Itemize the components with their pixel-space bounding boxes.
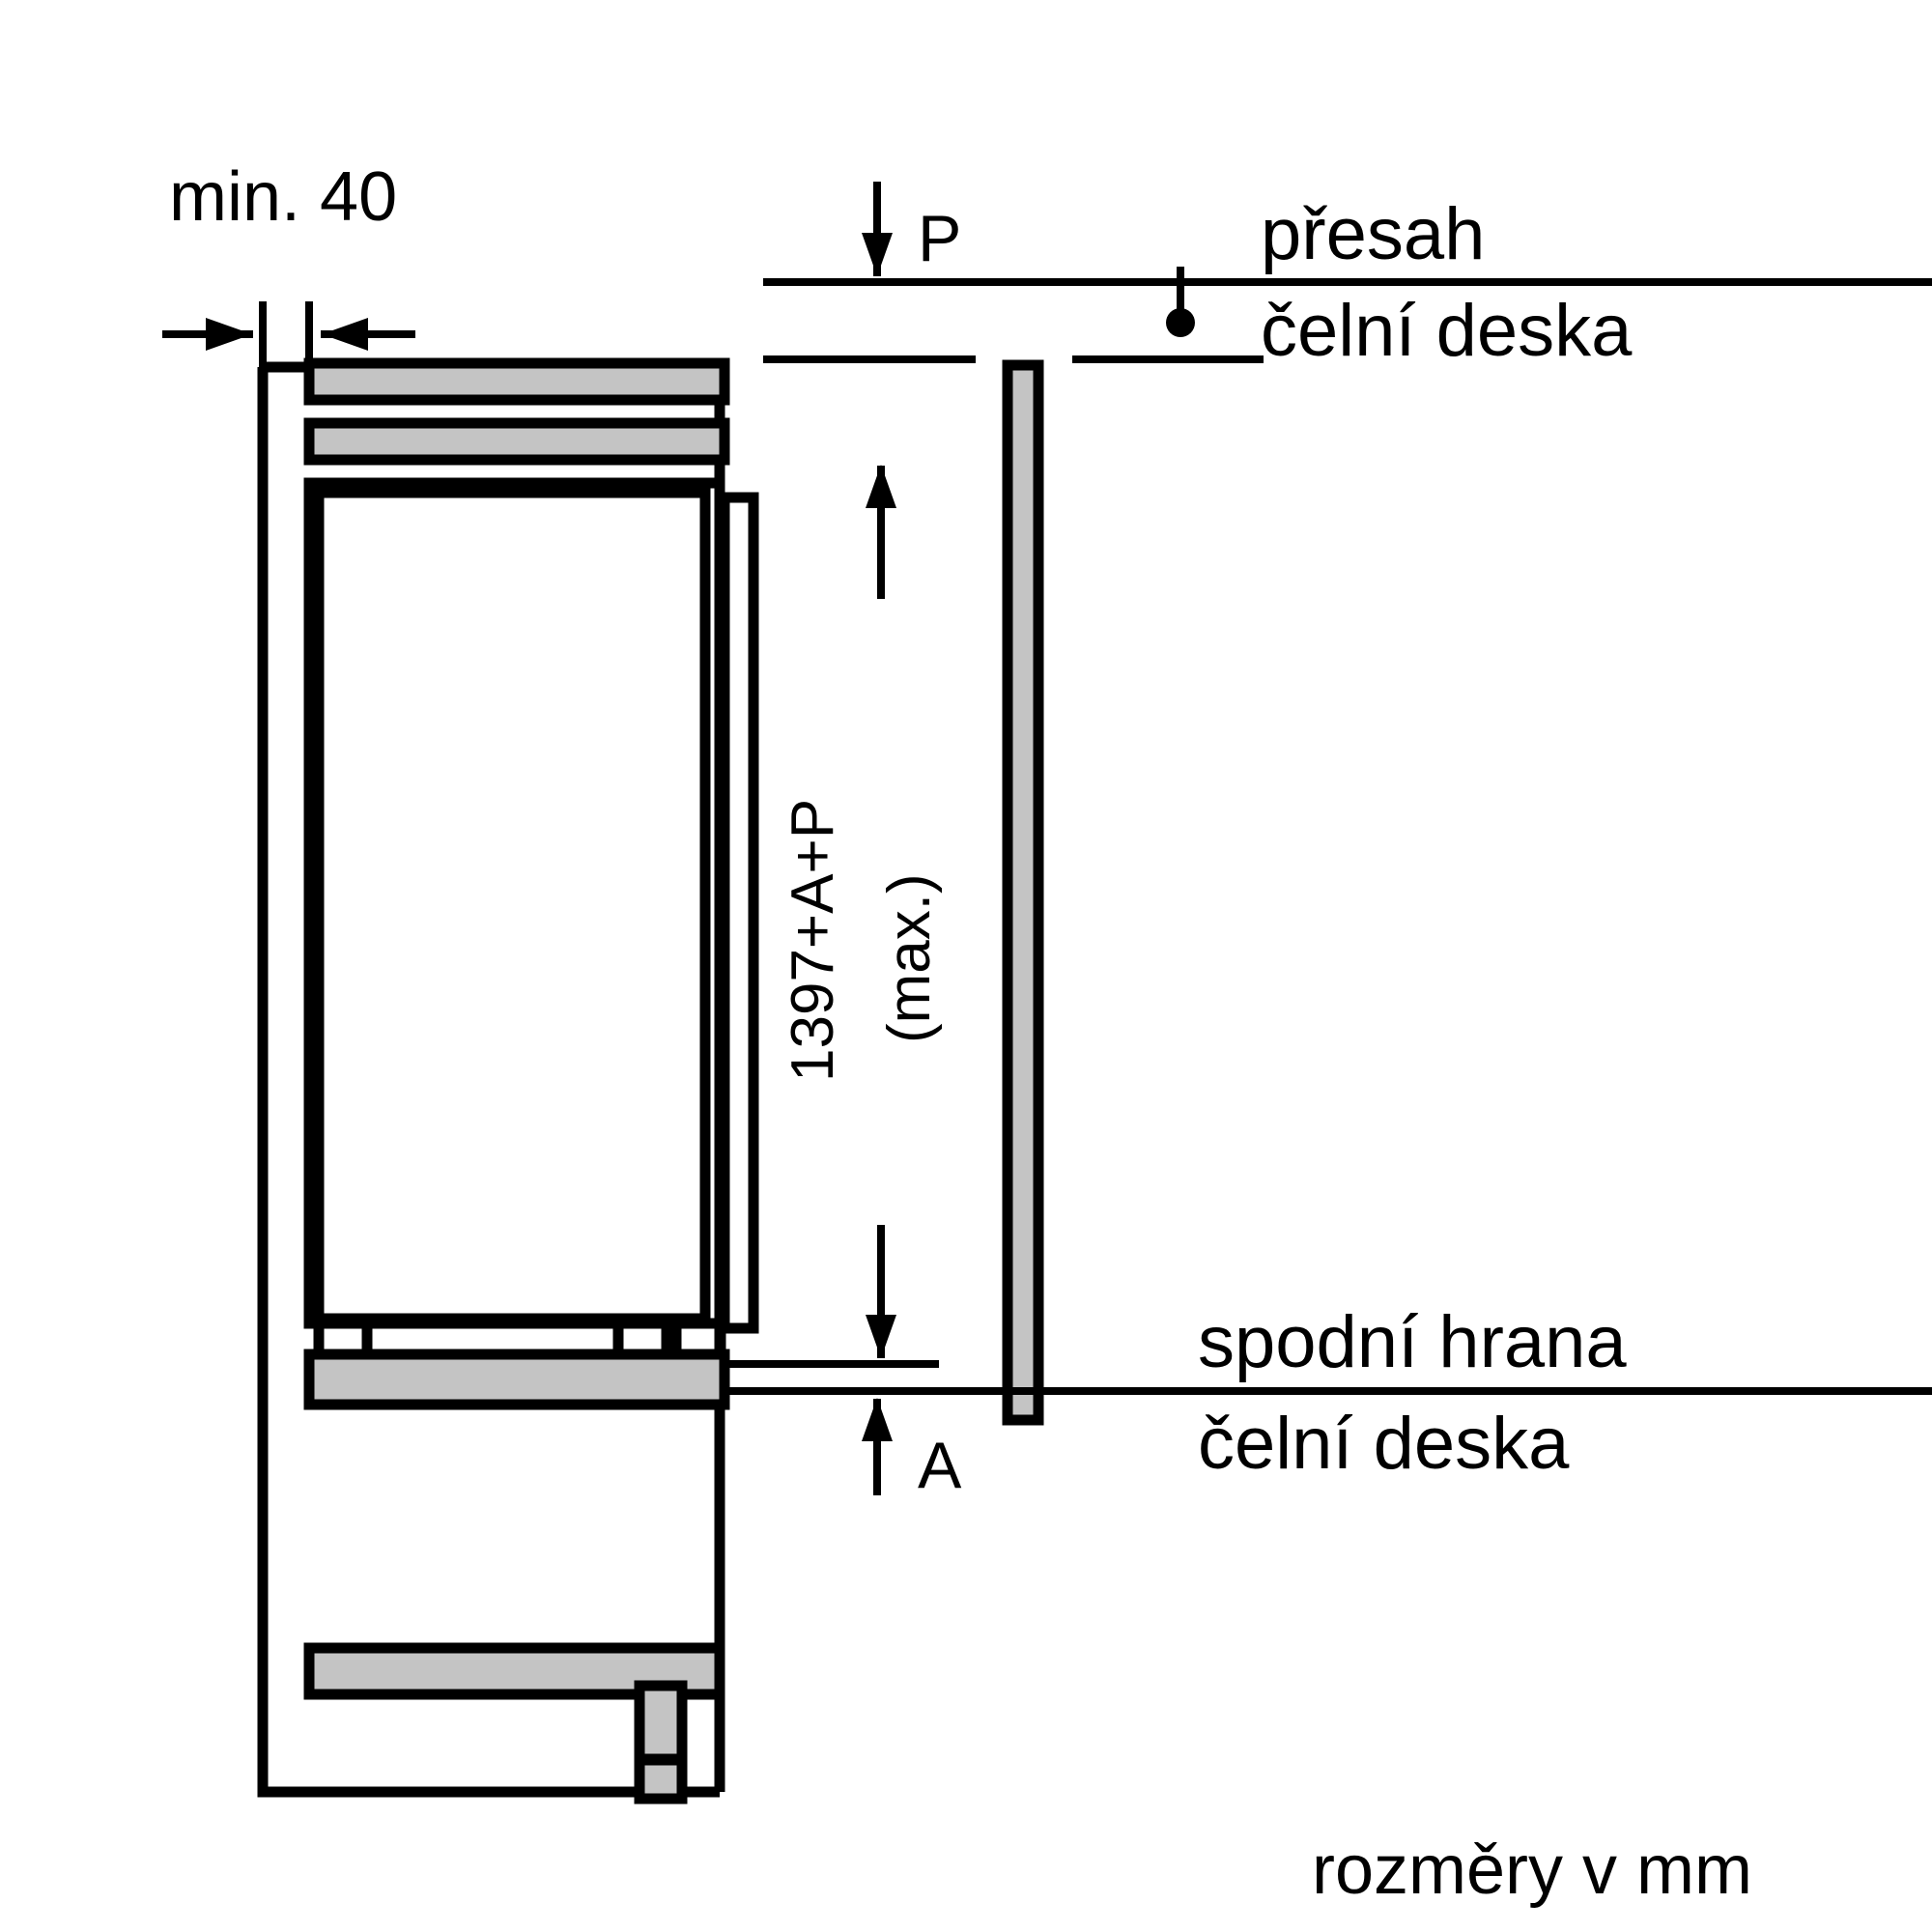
overall-height-dimension: 1397+A+P (max.) xyxy=(780,465,943,1358)
niche-left-and-bottom-wall xyxy=(257,367,720,1798)
front-panel-plate xyxy=(1002,359,1044,1426)
appliance-inner-cavity xyxy=(313,487,711,1324)
min-clearance-dimension xyxy=(162,301,415,367)
a-gap-dimension: A xyxy=(862,1398,962,1502)
appliance-door-hinge-strip xyxy=(719,492,759,1334)
a-gap-label: A xyxy=(918,1429,962,1502)
p-gap-label: P xyxy=(918,202,961,275)
bottom-edge-label-line1: spodní hrana xyxy=(1198,1301,1627,1383)
appliance-top-panels xyxy=(303,357,730,466)
reference-lines xyxy=(720,278,1932,1395)
plinth-leg-upper xyxy=(634,1680,688,1765)
top-panel-upper-bar xyxy=(303,357,730,406)
units-note-label: rozměry v mm xyxy=(1312,1832,1752,1909)
plinth-leg-lower xyxy=(634,1754,688,1804)
overall-height-qualifier: (max.) xyxy=(876,873,943,1043)
cabinet-niche-outline xyxy=(257,361,725,1798)
appliance-bottom-panel xyxy=(303,1349,730,1410)
appliance-outer-case xyxy=(303,477,725,1329)
min-clearance-label: min. 40 xyxy=(169,158,397,236)
overhang-label-line1: přesah xyxy=(1261,193,1485,275)
overall-height-label: 1397+A+P xyxy=(780,799,846,1082)
p-gap-dimension: P xyxy=(862,182,961,276)
overhang-label-line2: čelní deska xyxy=(1261,290,1633,372)
appliance-body xyxy=(303,477,759,1334)
top-panel-lower-bar xyxy=(303,417,730,466)
overhang-leader-dot xyxy=(1166,308,1195,337)
bottom-edge-label-line2: čelní deska xyxy=(1198,1403,1570,1485)
plinth-assembly xyxy=(303,1642,725,1804)
overhang-leader xyxy=(1166,267,1195,337)
